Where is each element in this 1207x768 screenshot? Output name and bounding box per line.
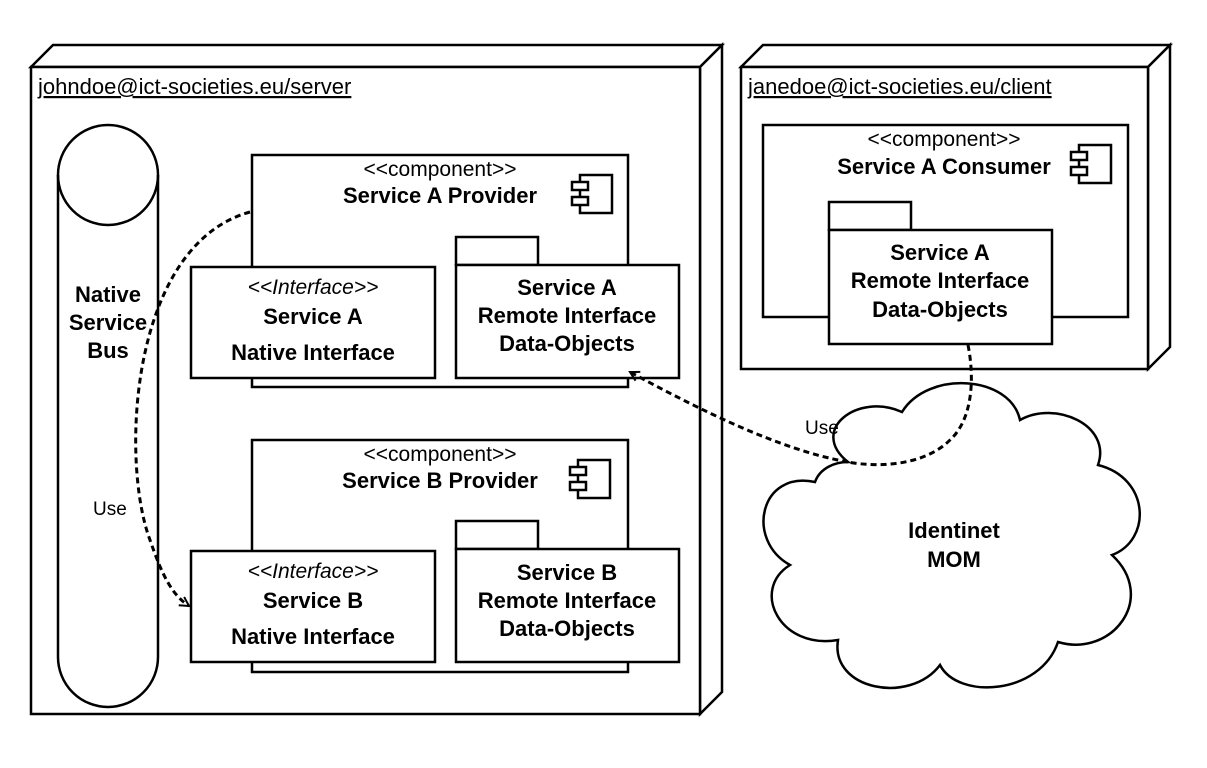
service-b-provider-name: Service B Provider: [342, 468, 538, 493]
service-a-consumer-component: <<component>> Service A Consumer Service…: [761, 123, 1130, 346]
mom-label-line-2: MOM: [927, 547, 981, 572]
package-line-1: Service A: [517, 275, 617, 300]
component-icon: [568, 458, 612, 500]
interface-name-line-2: Native Interface: [231, 340, 395, 365]
bus-label-line-3: Bus: [87, 338, 129, 363]
service-b-data-objects-package: Service B Remote Interface Data-Objects: [454, 519, 681, 664]
bus-label-line-1: Native: [75, 282, 141, 307]
client-node-label: janedoe@ict-societies.eu/client: [747, 74, 1052, 99]
identinet-mom-cloud: Identinet MOM: [762, 382, 1142, 689]
service-a-provider-component: <<component>> Service A Provider <<Inter…: [189, 153, 681, 389]
service-b-provider-component: <<component>> Service B Provider <<Inter…: [189, 438, 681, 674]
service-a-consumer-name: Service A Consumer: [837, 154, 1051, 179]
package-line-2: Remote Interface: [478, 303, 657, 328]
service-a-provider-stereotype: <<component>>: [364, 158, 517, 181]
package-line-2: Remote Interface: [478, 588, 657, 613]
service-b-native-interface: <<Interface>> Service B Native Interface: [189, 549, 437, 664]
package-line-3: Data-Objects: [499, 616, 635, 641]
package-line-2: Remote Interface: [851, 268, 1030, 293]
mom-label-line-1: Identinet: [908, 518, 1000, 543]
mom-use-label: Use: [805, 418, 839, 439]
service-a-data-objects-package: Service A Remote Interface Data-Objects: [454, 235, 681, 380]
interface-name-line-1: Service B: [263, 588, 363, 613]
mom-use-dependency: Use: [630, 344, 973, 467]
bus-use-label: Use: [93, 499, 127, 520]
server-node-label: johndoe@ict-societies.eu/server: [37, 74, 351, 99]
interface-name-line-2: Native Interface: [231, 624, 395, 649]
interface-stereotype: <<Interface>>: [248, 560, 379, 583]
component-icon: [1069, 143, 1113, 185]
bus-label-line-2: Service: [69, 310, 147, 335]
service-a-consumer-stereotype: <<component>>: [868, 128, 1021, 151]
component-icon: [570, 173, 614, 215]
interface-stereotype: <<Interface>>: [248, 276, 379, 299]
consumer-data-objects-package: Service A Remote Interface Data-Objects: [827, 200, 1054, 346]
package-line-1: Service A: [890, 240, 990, 265]
package-line-3: Data-Objects: [499, 331, 635, 356]
service-b-provider-stereotype: <<component>>: [364, 443, 517, 466]
bus-use-dependency: Use: [93, 210, 251, 608]
package-line-3: Data-Objects: [872, 297, 1008, 322]
native-service-bus: Native Service Bus: [56, 123, 160, 709]
package-line-1: Service B: [517, 560, 617, 585]
interface-name-line-1: Service A: [263, 304, 363, 329]
service-a-provider-name: Service A Provider: [343, 183, 537, 208]
service-a-native-interface: <<Interface>> Service A Native Interface: [189, 265, 437, 380]
